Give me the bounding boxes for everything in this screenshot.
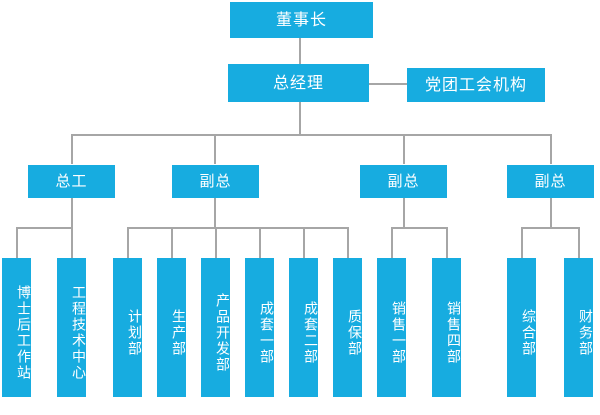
node-deputy-gm-2[interactable]: 副总 <box>360 165 447 198</box>
connector-to-complete-sets-dept-1 <box>259 227 261 258</box>
node-complete-sets-dept-1[interactable]: 成套一部 <box>245 258 274 397</box>
node-complete-sets-dept-2[interactable]: 成套二部 <box>289 258 318 397</box>
connector-to-sales-dept-1 <box>391 227 393 258</box>
node-planning-dept[interactable]: 计划部 <box>113 258 142 397</box>
node-deputy-gm-3[interactable]: 副总 <box>507 165 594 198</box>
node-production-dept[interactable]: 生产部 <box>157 258 186 397</box>
connector-bus-chief-engineer-children <box>16 227 72 229</box>
connector-bus-to-deputy-gm-2 <box>403 134 405 164</box>
node-chief-engineer[interactable]: 总工 <box>28 165 115 198</box>
connector-to-production-dept <box>171 227 173 258</box>
connector-bus-to-deputy-gm-1 <box>214 134 216 164</box>
connector-chief-engineer-down <box>71 198 73 227</box>
connector-to-complete-sets-dept-2 <box>303 227 305 258</box>
connector-bus-deputy-gm-2-children <box>391 227 447 229</box>
node-quality-assurance-dept[interactable]: 质保部 <box>333 258 362 397</box>
connector-to-planning-dept <box>127 227 129 258</box>
node-chairman[interactable]: 董事长 <box>230 2 373 38</box>
connector-to-sales-dept-4 <box>446 227 448 258</box>
node-product-development-dept[interactable]: 产品开发部 <box>201 258 230 397</box>
connector-deputy-gm-1-down <box>214 198 216 227</box>
node-finance-dept[interactable]: 财务部 <box>564 258 593 397</box>
connector-chairman-to-gm <box>299 38 301 64</box>
connector-to-engineering-tech-center <box>71 227 73 258</box>
connector-deputy-gm-2-down <box>403 198 405 227</box>
connector-gm-to-bus <box>299 102 301 135</box>
connector-to-postdoc-workstation <box>16 227 18 258</box>
connector-bus-to-chief-engineer <box>71 134 73 164</box>
connector-bus-deputy-gm-3-children <box>521 227 579 229</box>
connector-deputy-gm-3-down <box>550 198 552 227</box>
node-party-union-org[interactable]: 党团工会机构 <box>407 68 545 102</box>
node-postdoc-workstation[interactable]: 博士后工作站 <box>2 258 31 397</box>
connector-bus-to-deputy-gm-3 <box>550 134 552 164</box>
node-engineering-tech-center[interactable]: 工程技术中心 <box>57 258 86 397</box>
connector-bus-deputy-gm-1-children <box>127 227 347 229</box>
node-general-manager[interactable]: 总经理 <box>228 64 369 102</box>
connector-to-quality-assurance-dept <box>347 227 349 258</box>
connector-to-finance-dept <box>578 227 580 258</box>
node-sales-dept-1[interactable]: 销售一部 <box>377 258 406 397</box>
connector-gm-to-party-union <box>368 83 408 85</box>
node-sales-dept-4[interactable]: 销售四部 <box>432 258 461 397</box>
node-deputy-gm-1[interactable]: 副总 <box>172 165 259 198</box>
connector-to-general-affairs-dept <box>521 227 523 258</box>
connector-to-product-development-dept <box>215 227 217 258</box>
connector-bus-level3 <box>71 134 551 136</box>
node-general-affairs-dept[interactable]: 综合部 <box>507 258 536 397</box>
